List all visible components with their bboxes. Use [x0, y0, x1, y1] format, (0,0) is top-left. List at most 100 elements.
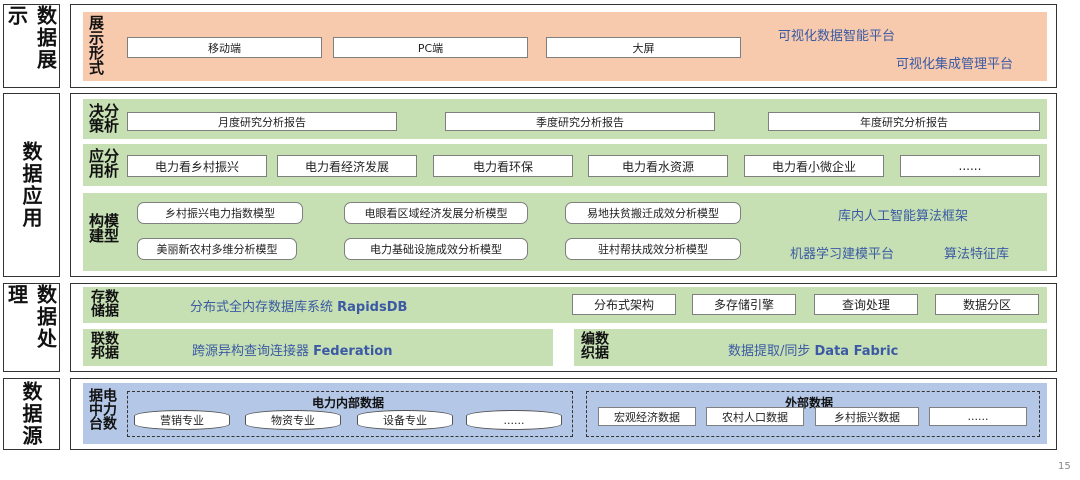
decision-item-monthly-text: 月度研究分析报告 — [218, 115, 306, 129]
decision-item-quarterly-text: 季度研究分析报告 — [536, 115, 624, 129]
orchestration-text: 数据提取/同步 Data Fabric — [728, 340, 898, 359]
model-label-text: 模型构建 — [87, 213, 120, 243]
analysis-item-environment: 电力看环保 — [433, 155, 573, 177]
side-label-display: 数据展示 — [3, 4, 60, 88]
display-item-bigscreen-text: 大屏 — [632, 41, 655, 55]
internal-item-equipment-text: 设备专业 — [383, 414, 427, 427]
analysis-item-economy-text: 电力看经济发展 — [304, 159, 389, 174]
orchestration-band — [574, 329, 1047, 366]
display-item-pc-text: PC端 — [417, 41, 444, 55]
display-item-mobile-text: 移动端 — [208, 41, 241, 55]
model-item-infrastructure: 电力基础设施成效分析模型 — [344, 238, 528, 260]
analysis-item-smb-text: 电力看小微企业 — [771, 159, 856, 174]
external-data-title: 外部数据 — [785, 396, 834, 410]
model-item-regional-economy-text: 电眼看区域经济发展分析模型 — [364, 207, 508, 220]
analysis-item-economy: 电力看经济发展 — [277, 155, 417, 177]
external-item-rural-population: 农村人口数据 — [706, 407, 804, 426]
ml-modeling-platform: 机器学习建模平台 — [790, 247, 895, 262]
analysis-item-water: 电力看水资源 — [588, 155, 728, 177]
model-item-village-assist-text: 驻村帮扶成效分析模型 — [598, 243, 708, 256]
internal-item-materials: 物资专业 — [245, 410, 341, 430]
model-label: 模型构建 — [87, 213, 124, 247]
decision-label-text: 分析决策 — [87, 103, 120, 133]
external-data-group — [586, 391, 1040, 437]
side-label-processing-text: 数据处理 — [4, 284, 58, 350]
display-item-pc: PC端 — [333, 37, 528, 58]
external-item-macro-text: 宏观经济数据 — [614, 410, 680, 424]
analysis-label: 分析应用 — [87, 148, 124, 182]
decision-item-monthly: 月度研究分析报告 — [127, 112, 397, 131]
orchestration-name: Data Fabric — [814, 344, 899, 359]
storage-system-prefix: 分布式全内存数据库系统 — [190, 300, 338, 315]
side-label-display-text: 数据展示 — [4, 5, 58, 71]
ai-algorithm-framework: 库内人工智能算法框架 — [838, 209, 969, 224]
external-item-rural-revitalization-text: 乡村振兴数据 — [834, 410, 900, 424]
orchestration-label-text: 数据编织 — [579, 331, 609, 359]
decision-label: 分析决策 — [87, 103, 124, 137]
model-item-new-village-text: 美丽新农村多维分析模型 — [156, 243, 278, 256]
algorithm-feature-library: 算法特征库 — [944, 247, 1010, 262]
display-item-bigscreen: 大屏 — [546, 37, 741, 58]
external-item-more-text: ...... — [967, 410, 989, 423]
model-item-relocation: 易地扶贫搬迁成效分析模型 — [565, 202, 741, 224]
external-item-more: ...... — [929, 407, 1027, 426]
display-item-mobile: 移动端 — [127, 37, 322, 58]
analysis-item-environment-text: 电力看环保 — [472, 159, 533, 174]
model-item-village-assist: 驻村帮扶成效分析模型 — [565, 238, 741, 260]
federation-text: 跨源异构查询连接器 Federation — [192, 340, 392, 359]
model-item-relocation-text: 易地扶贫搬迁成效分析模型 — [587, 207, 719, 220]
analysis-item-more-text: ...... — [958, 159, 982, 173]
orchestration-label: 数据编织 — [579, 331, 620, 363]
model-item-rural-index-text: 乡村振兴电力指数模型 — [165, 207, 275, 220]
storage-item-multi-engine: 多存储引擎 — [692, 294, 796, 315]
internal-item-more: ...... — [466, 410, 562, 430]
storage-item-distributed-text: 分布式架构 — [593, 298, 654, 312]
decision-item-annual-text: 年度研究分析报告 — [860, 115, 948, 129]
storage-item-distributed: 分布式架构 — [572, 294, 676, 315]
external-item-macro: 宏观经济数据 — [598, 407, 696, 426]
storage-item-partition-text: 数据分区 — [962, 298, 1011, 312]
decision-item-annual: 年度研究分析报告 — [768, 112, 1040, 131]
side-label-source-text: 数据源 — [19, 381, 43, 447]
federation-prefix: 跨源异构查询连接器 — [192, 344, 314, 359]
analysis-item-more: ...... — [900, 155, 1040, 177]
external-item-rural-revitalization: 乡村振兴数据 — [815, 407, 919, 426]
analysis-item-rural: 电力看乡村振兴 — [127, 155, 267, 177]
storage-label: 数据存储 — [89, 289, 130, 321]
internal-item-marketing: 营销专业 — [134, 410, 230, 430]
platform-visual-integration: 可视化集成管理平台 — [896, 57, 1014, 72]
federation-name: Federation — [313, 344, 393, 359]
side-label-application: 数据应用 — [3, 93, 60, 277]
analysis-label-text: 分析应用 — [87, 148, 120, 178]
federation-label-text: 数据联邦 — [89, 331, 119, 359]
internal-item-more-text: ...... — [503, 413, 525, 427]
model-item-regional-economy: 电眼看区域经济发展分析模型 — [344, 202, 528, 224]
storage-system-name: RapidsDB — [337, 300, 408, 315]
storage-item-query: 查询处理 — [814, 294, 918, 315]
decision-item-quarterly: 季度研究分析报告 — [445, 112, 715, 131]
display-label: 展示形式 — [87, 15, 110, 75]
federation-label: 数据联邦 — [89, 331, 130, 363]
model-item-infrastructure-text: 电力基础设施成效分析模型 — [370, 243, 502, 256]
internal-data-title: 电力内部数据 — [312, 396, 385, 410]
analysis-item-smb: 电力看小微企业 — [744, 155, 884, 177]
source-label-text: 电力数据中台 — [87, 388, 117, 430]
analysis-item-water-text: 电力看水资源 — [621, 159, 694, 174]
storage-system-text: 分布式全内存数据库系统 RapidsDB — [190, 296, 407, 315]
internal-item-materials-text: 物资专业 — [271, 414, 315, 427]
source-label: 电力数据中台 — [87, 388, 124, 438]
analysis-item-rural-text: 电力看乡村振兴 — [154, 159, 239, 174]
model-item-rural-index: 乡村振兴电力指数模型 — [137, 202, 303, 224]
storage-item-query-text: 查询处理 — [841, 298, 890, 312]
federation-band — [83, 329, 553, 366]
model-item-new-village: 美丽新农村多维分析模型 — [137, 238, 297, 260]
side-label-processing: 数据处理 — [3, 283, 60, 372]
internal-data-group — [127, 391, 573, 437]
side-label-application-text: 数据应用 — [19, 141, 43, 229]
external-item-rural-population-text: 农村人口数据 — [722, 410, 788, 424]
internal-item-marketing-text: 营销专业 — [160, 414, 204, 427]
display-label-text: 展示形式 — [87, 15, 105, 75]
platform-visual-intelligence: 可视化数据智能平台 — [778, 29, 896, 44]
storage-item-partition: 数据分区 — [935, 294, 1039, 315]
storage-label-text: 数据存储 — [89, 289, 119, 317]
